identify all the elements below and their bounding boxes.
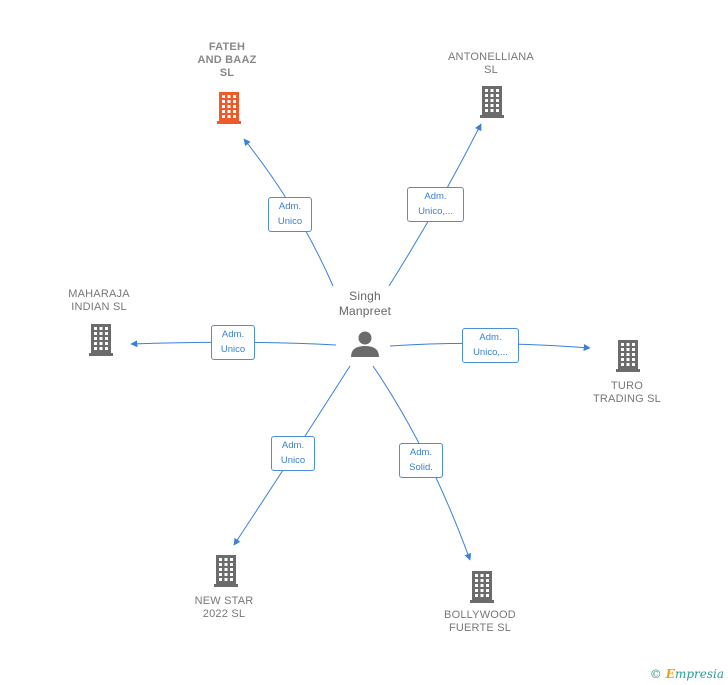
company-name-newstar[interactable]: NEW STAR 2022 SL xyxy=(194,595,254,620)
company-name-antonelliana[interactable]: ANTONELLIANA SL xyxy=(448,51,534,76)
copyright-icon: © xyxy=(649,667,662,681)
edge-label-fateh[interactable]: Adm. Unico xyxy=(268,197,312,232)
edge-label-antonelliana[interactable]: Adm. Unico,... xyxy=(407,187,464,222)
company-name-bollywood[interactable]: BOLLYWOOD FUERTE SL xyxy=(444,609,516,634)
person-icon[interactable] xyxy=(351,331,379,358)
building-icon-turo[interactable] xyxy=(616,340,640,372)
building-icon-newstar[interactable] xyxy=(214,555,238,587)
building-icon-fateh[interactable] xyxy=(217,92,241,124)
edge-label-bollywood[interactable]: Adm. Solid. xyxy=(399,443,443,478)
company-name-fateh[interactable]: FATEH AND BAAZ SL xyxy=(197,41,257,79)
brand-initial: E xyxy=(665,667,675,681)
building-icon-antonelliana[interactable] xyxy=(480,86,504,118)
edge-label-maharaja[interactable]: Adm. Unico xyxy=(211,325,255,360)
building-icon-bollywood[interactable] xyxy=(470,571,494,603)
empresia-footer: ©Empresia xyxy=(650,667,724,681)
company-name-maharaja[interactable]: MAHARAJA INDIAN SL xyxy=(68,288,130,313)
company-name-turo[interactable]: TURO TRADING SL xyxy=(592,380,661,405)
edge-label-newstar[interactable]: Adm. Unico xyxy=(271,436,315,471)
brand-name: mpresia xyxy=(674,667,724,681)
center-person-name[interactable]: Singh Manpreet xyxy=(338,289,392,318)
edge-label-turo[interactable]: Adm. Unico,... xyxy=(462,328,519,363)
building-icon-maharaja[interactable] xyxy=(89,324,113,356)
